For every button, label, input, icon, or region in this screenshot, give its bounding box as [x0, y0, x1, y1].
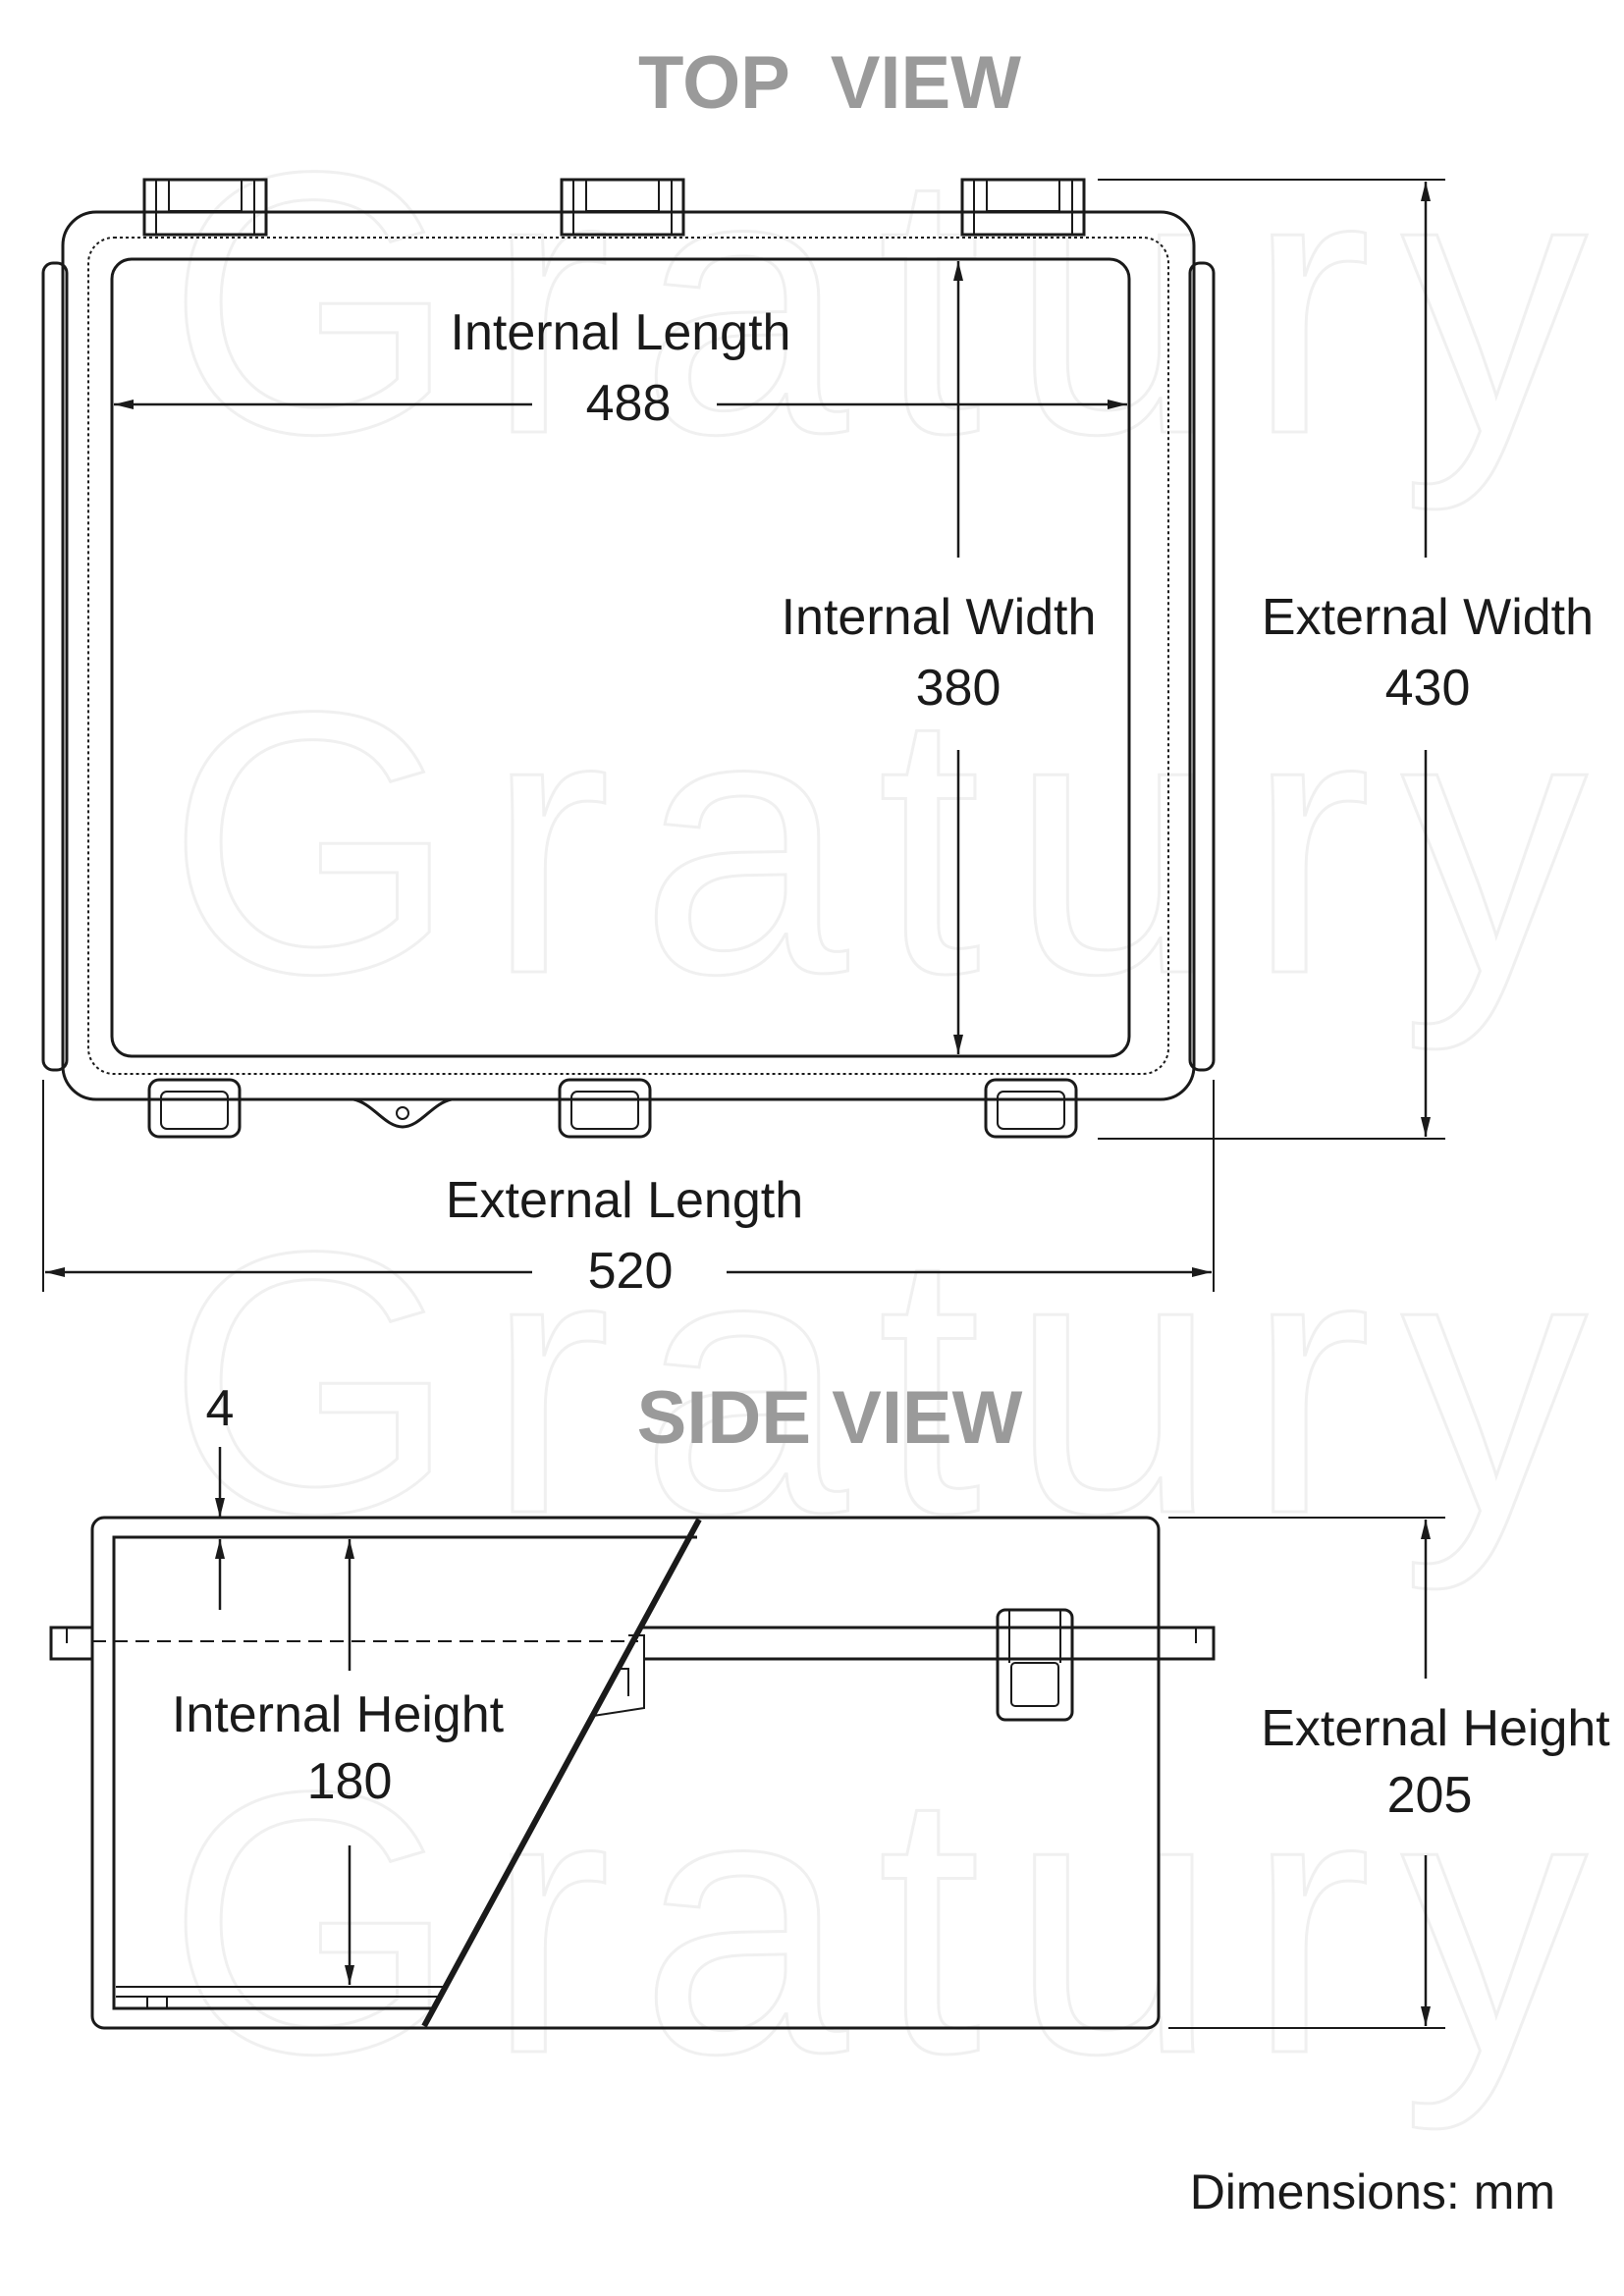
lock-tab	[352, 1097, 453, 1129]
wall-thickness-value: 4	[206, 1380, 235, 1437]
internal-length-value: 488	[586, 375, 672, 432]
internal-width-value: 380	[916, 660, 1001, 717]
external-length-dimension: External Length 520	[42, 1080, 1215, 1300]
watermark: Gratury Gratury Gratury Gratury	[166, 93, 1617, 2135]
latch-middle	[558, 1078, 652, 1139]
svg-text:Gratury: Gratury	[167, 634, 1617, 1053]
hinge-right	[960, 178, 1086, 237]
external-height-label: External Height	[1261, 1700, 1610, 1757]
side-view-heading: SIDE VIEW	[637, 1376, 1023, 1460]
latch-left	[147, 1078, 242, 1139]
top-view-drawing	[41, 178, 1216, 1139]
svg-text:Gratury: Gratury	[167, 1174, 1617, 1593]
external-width-label: External Width	[1262, 589, 1594, 646]
internal-height-label: Internal Height	[172, 1686, 505, 1743]
internal-width-dimension: Internal Width 380	[782, 261, 1097, 1054]
top-view-heading: TOP VIEW	[638, 41, 1021, 125]
svg-text:Gratury: Gratury	[167, 94, 1617, 513]
hinge-left	[142, 178, 268, 237]
internal-length-dimension: Internal Length 488	[114, 304, 1127, 432]
internal-length-label: Internal Length	[451, 304, 791, 361]
units-note: Dimensions: mm	[1190, 2164, 1555, 2219]
internal-height-dimension: Internal Height 180	[172, 1539, 505, 1985]
external-width-dimension: External Width 430	[1098, 179, 1594, 1140]
side-view-drawing	[49, 1516, 1216, 2030]
external-length-value: 520	[588, 1243, 674, 1300]
wall-thickness-dimension: 4	[114, 1380, 236, 1610]
internal-height-value: 180	[307, 1753, 393, 1810]
external-height-value: 205	[1387, 1767, 1473, 1824]
internal-width-label: Internal Width	[782, 589, 1097, 646]
external-width-value: 430	[1385, 660, 1471, 717]
external-height-dimension: External Height 205	[1168, 1517, 1610, 2029]
latch-right	[984, 1078, 1078, 1139]
side-latch	[996, 1608, 1074, 1722]
external-length-label: External Length	[446, 1172, 803, 1229]
svg-text:Gratury: Gratury	[167, 1714, 1617, 2133]
hinge-middle	[560, 178, 685, 237]
